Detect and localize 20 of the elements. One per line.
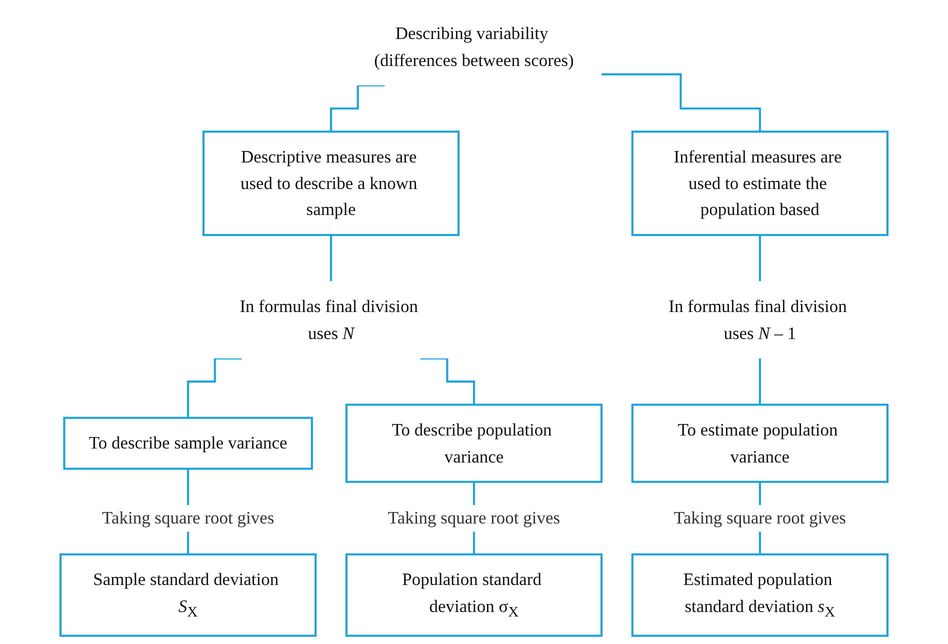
connector xyxy=(187,357,242,419)
connector xyxy=(758,234,761,282)
edge-label: Taking square root gives xyxy=(102,508,274,528)
node-box: To estimate population variance xyxy=(631,404,888,483)
edge-label: Taking square root gives xyxy=(674,508,846,528)
connector xyxy=(330,234,332,282)
connector xyxy=(330,84,385,133)
connector xyxy=(420,357,476,406)
node-box: Descriptive measures are used to describe a known sample xyxy=(202,130,460,236)
node-box: Estimated population standard deviation s$_{X}$ xyxy=(631,553,888,637)
node-box: To describe sample variance xyxy=(63,416,313,470)
connector xyxy=(758,357,761,406)
node-box: Sample standard deviation S$_{X}$ xyxy=(60,553,317,637)
node-box: To describe population variance xyxy=(345,404,603,483)
node-box: Population standard deviation σ$_{X}$ xyxy=(345,553,603,637)
node-text: In formulas final division uses N – 1 xyxy=(668,296,847,342)
node-text: Describing variability (differences between scores) xyxy=(374,24,574,70)
node-box: Inferential measures are used to estimate the population based xyxy=(631,130,888,236)
connector xyxy=(602,73,761,133)
edge-label: Taking square root gives xyxy=(388,508,560,528)
